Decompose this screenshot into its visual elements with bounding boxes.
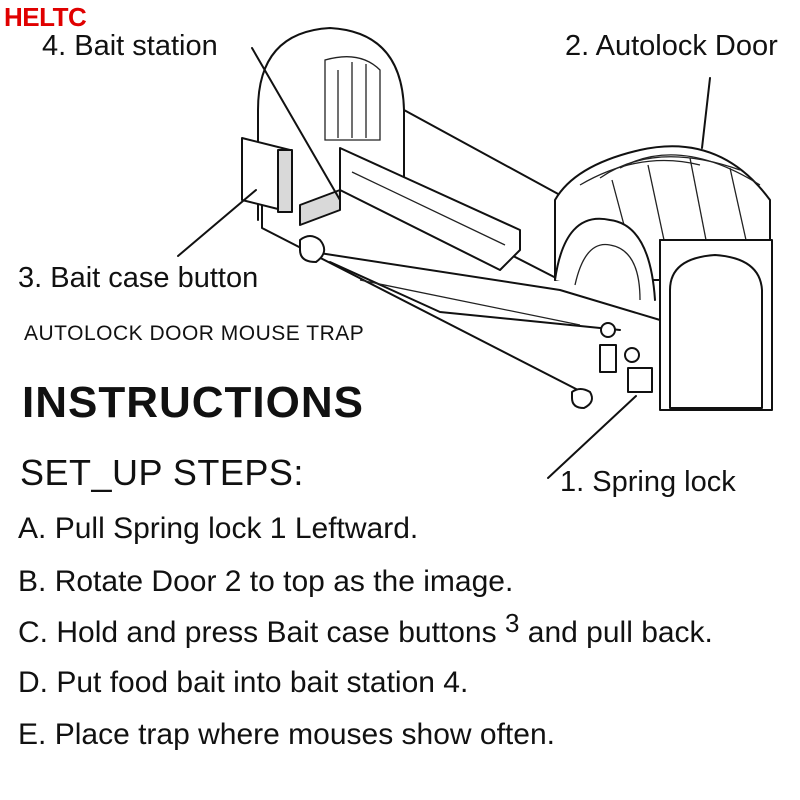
autolock-door-leader: [701, 77, 711, 149]
step-text: Hold and press Bait case buttons: [56, 616, 497, 649]
bait-case-button-leader: [177, 189, 257, 257]
step-text: Rotate Door 2 to top as the image.: [54, 565, 514, 598]
trap-front-opening: [669, 254, 763, 409]
step-letter: D.: [18, 666, 48, 699]
step-a: A. Pull Spring lock 1 Leftward.: [18, 512, 418, 546]
step-b: B. Rotate Door 2 to top as the image.: [18, 565, 513, 599]
bait-station-leader: [251, 47, 341, 201]
step-d: D. Put food bait into bait station 4.: [18, 666, 468, 700]
spring-lock-shape: [627, 367, 653, 393]
instructions-heading: INSTRUCTIONS: [22, 378, 364, 427]
label-autolock-door: 2. Autolock Door: [565, 30, 778, 62]
trap-top-edge: [403, 109, 561, 196]
step-letter: C.: [18, 616, 48, 649]
step-c: C. Hold and press Bait case buttons 3 an…: [18, 608, 713, 650]
label-bait-station: 4. Bait station: [42, 30, 218, 62]
step-letter: B.: [18, 565, 47, 598]
step-text: Put food bait into bait station 4.: [56, 666, 469, 699]
setup-steps-title: SET_UP STEPS:: [20, 452, 304, 493]
step-letter: A.: [18, 512, 47, 545]
label-bait-case-button: 3. Bait case button: [18, 262, 259, 294]
step-e: E. Place trap where mouses show often.: [18, 718, 555, 752]
step-superscript: 3: [504, 608, 520, 638]
step-text-after: and pull back.: [527, 616, 713, 649]
brand-logo: HELTC: [4, 2, 87, 32]
spring-lock-leader: [547, 395, 637, 479]
trap-back-window: [324, 56, 381, 141]
label-spring-lock: 1. Spring lock: [560, 466, 736, 498]
step-text: Pull Spring lock 1 Leftward.: [54, 512, 419, 545]
step-letter: E.: [18, 718, 47, 751]
step-text: Place trap where mouses show often.: [54, 718, 555, 751]
diagram-subtitle: AUTOLOCK DOOR MOUSE TRAP: [24, 322, 365, 345]
